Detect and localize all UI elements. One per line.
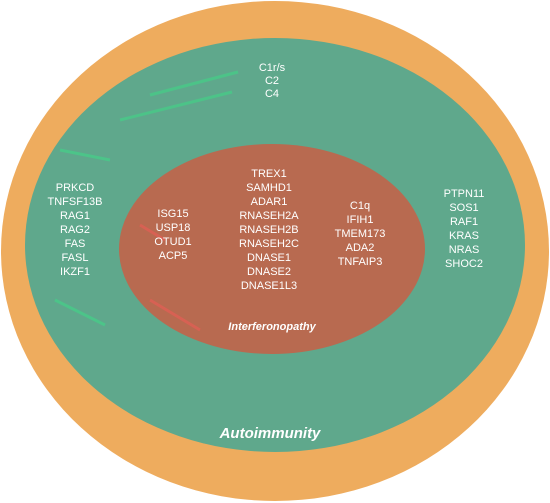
- gene-label: FASL: [62, 252, 89, 264]
- gene-label: ADA2: [346, 242, 375, 254]
- gene-label: USP18: [156, 222, 191, 234]
- gene-label: ACP5: [159, 250, 188, 262]
- gene-label: TNFAIP3: [338, 256, 383, 268]
- gene-label: TREX1: [251, 168, 286, 180]
- green-arrow-icon: [119, 90, 233, 122]
- green-arrow-icon: [149, 70, 239, 97]
- green-arrow-icon: [59, 148, 111, 162]
- gene-label: ADAR1: [251, 196, 288, 208]
- group-complement: C1r/s C2 C4: [259, 62, 286, 100]
- gene-label: SAMHD1: [246, 182, 292, 194]
- gene-label: RAG1: [60, 210, 90, 222]
- gene-label: RNASEH2C: [239, 238, 299, 250]
- gene-label: KRAS: [449, 230, 479, 242]
- gene-label: PTPN11: [444, 188, 485, 200]
- gene-label: DNASE1L3: [241, 280, 297, 292]
- red-arrow-icon: [149, 298, 201, 332]
- inner-ellipse: [119, 144, 425, 354]
- gene-label: IFIH1: [347, 214, 374, 226]
- green-arrow-icon: [54, 298, 106, 327]
- red-arrow-icon: [139, 223, 166, 242]
- gene-label: C1r/s: [259, 62, 286, 74]
- group-inner-center: TREX1 SAMHD1 ADAR1 RNASEH2A RNASEH2B RNA…: [239, 168, 299, 292]
- gene-label: NRAS: [449, 244, 480, 256]
- gene-label: RAF1: [450, 216, 478, 228]
- gene-label: ISG15: [157, 208, 188, 220]
- gene-label: SOS1: [449, 202, 478, 214]
- gene-label: TMEM173: [335, 228, 386, 240]
- gene-label: C1q: [350, 200, 370, 212]
- gene-label: RNASEH2A: [239, 210, 299, 222]
- gene-label: IKZF1: [60, 266, 90, 278]
- gene-label: DNASE1: [247, 252, 291, 264]
- gene-label: OTUD1: [154, 236, 191, 248]
- gene-label: DNASE2: [247, 266, 291, 278]
- interferonopathy-label: Interferonopathy: [228, 321, 316, 333]
- group-inner-left: ISG15 USP18 OTUD1 ACP5: [154, 208, 191, 262]
- gene-label: SHOC2: [445, 258, 483, 270]
- gene-label: C4: [265, 88, 279, 100]
- group-inner-right: C1q IFIH1 TMEM173 ADA2 TNFAIP3: [335, 200, 386, 268]
- gene-label: TNFSF13B: [47, 196, 102, 208]
- gene-label: RAG2: [60, 224, 90, 236]
- arrow-streaks: [54, 70, 239, 332]
- gene-label: FAS: [65, 238, 86, 250]
- gene-label: PRKCD: [56, 182, 95, 194]
- autoimmunity-label: Autoimmunity: [219, 425, 321, 442]
- gene-label: C2: [265, 75, 279, 87]
- group-right-outer: PTPN11 SOS1 RAF1 KRAS NRAS SHOC2: [444, 188, 485, 270]
- group-left-outer: PRKCD TNFSF13B RAG1 RAG2 FAS FASL IKZF1: [47, 182, 102, 278]
- gene-label: RNASEH2B: [239, 224, 298, 236]
